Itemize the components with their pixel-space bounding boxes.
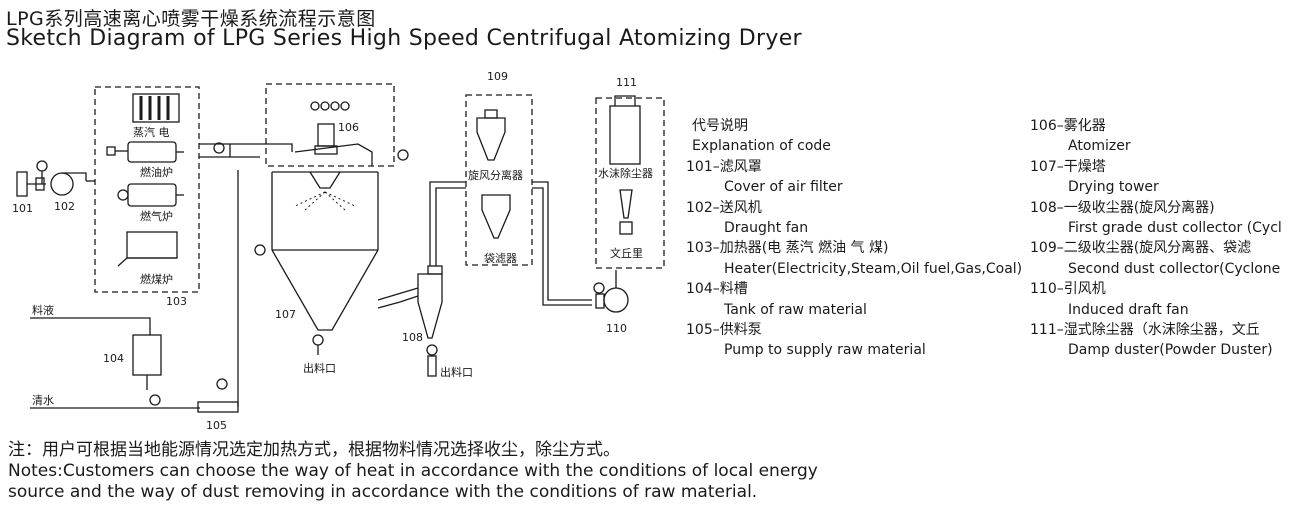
legend-code-108: 108–一级收尘器(旋风分离器)	[1030, 199, 1215, 216]
label-111: 111	[616, 76, 637, 89]
label-110: 110	[606, 322, 627, 335]
legend-code-111: 111–湿式除尘器（水沫除尘器，文丘	[1030, 322, 1260, 339]
gas-furnace-icon	[117, 183, 184, 207]
legend-code-106: 106–雾化器	[1030, 118, 1106, 134]
label-water-dust: 水沫除尘器	[598, 166, 653, 180]
atomizer-icon	[310, 101, 350, 155]
spray-pattern	[294, 191, 356, 211]
draught-fan-icon	[35, 160, 95, 196]
title-chinese: LPG系列高速离心喷雾干燥系统流程示意图	[6, 8, 376, 30]
oil-furnace-icon	[106, 141, 184, 163]
air-distributor	[294, 143, 373, 166]
legend-desc-111: Damp duster(Powder Duster)	[1068, 342, 1273, 359]
legend-desc-109: Second dust collector(Cyclone	[1068, 260, 1281, 277]
label-bag-filter: 袋滤器	[484, 251, 517, 265]
label-oil: 燃油炉	[140, 165, 173, 179]
label-103: 103	[166, 295, 187, 308]
legend-left: 代号说明 Explanation of code 101–滤风罩 Cover o…	[686, 116, 1022, 361]
wet-collector-enclosure	[595, 97, 665, 269]
drying-tower	[254, 171, 379, 355]
electric-heater-icon	[132, 93, 180, 123]
label-outlet-2: 出料口	[440, 365, 473, 379]
coal-furnace-icon	[117, 231, 178, 267]
label-feed-liquid: 料液	[32, 303, 54, 317]
label-coal: 燃煤炉	[140, 272, 173, 286]
feed-line	[30, 317, 151, 335]
legend-desc-106: Atomizer	[1068, 138, 1131, 155]
notes-en-line2: source and the way of dust removing in a…	[8, 482, 758, 502]
label-102: 102	[54, 200, 75, 213]
label-steam: 燃气炉	[140, 209, 173, 223]
legend-code-104: 104–料槽	[686, 281, 748, 298]
legend-code-101: 101–滤风罩	[686, 158, 762, 175]
legend-heading-en: Explanation of code	[692, 138, 831, 155]
secondary-collector-enclosure	[465, 94, 533, 266]
label-104: 104	[103, 352, 124, 365]
legend-right: 106–雾化器 Atomizer 107–干燥塔 Drying tower 10…	[1030, 116, 1306, 361]
hot-air-duct	[199, 143, 293, 158]
legend-desc-107: Drying tower	[1068, 179, 1159, 196]
label-outlet-1: 出料口	[303, 361, 336, 375]
label-clean-water: 清水	[32, 394, 54, 407]
legend-desc-101: Cover of air filter	[724, 179, 843, 196]
secondary-to-fan-duct	[532, 181, 592, 306]
legend-code-102: 102–送风机	[686, 199, 762, 216]
heater-enclosure	[94, 86, 200, 293]
label-107: 107	[275, 308, 296, 321]
legend-desc-102: Draught fan	[724, 220, 809, 237]
tower-to-cyclone-duct	[377, 287, 419, 309]
induced-fan-icon	[593, 270, 629, 313]
label-electric: 蒸汽 电	[133, 125, 170, 139]
legend-code-103: 103–加热器(电 蒸汽 燃油 气 煤)	[686, 240, 889, 257]
legend-desc-105: Pump to supply raw material	[724, 342, 926, 359]
feed-pump	[197, 386, 239, 413]
label-cyclone: 旋风分离器	[468, 168, 523, 182]
legend-code-110: 110–引风机	[1030, 281, 1106, 298]
cyclone-109	[476, 109, 506, 161]
label-106: 106	[338, 121, 359, 134]
label-105: 105	[206, 419, 227, 432]
process-diagram: 101 102 103 104 105 106 107 108 109 110 …	[12, 70, 665, 432]
legend-code-107: 107–干燥塔	[1030, 158, 1106, 175]
legend-desc-104: Tank of raw material	[724, 301, 867, 318]
feed-tank	[132, 334, 162, 406]
legend-desc-103: Heater(Electricity,Steam,Oil fuel,Gas,Co…	[724, 260, 1023, 277]
label-109: 109	[487, 70, 508, 83]
venturi-tube	[619, 189, 633, 235]
label-venturi: 文丘里	[610, 246, 643, 260]
legend-desc-108: First grade dust collector (Cycl	[1068, 220, 1282, 237]
notes-cn: 注：用户可根据当地能源情况选定加热方式，根据物料情况选择收尘，除尘方式。	[8, 440, 620, 460]
legend-desc-110: Induced draft fan	[1068, 301, 1189, 318]
tower-enclosure	[265, 83, 395, 167]
title-english: Sketch Diagram of LPG Series High Speed …	[6, 26, 802, 51]
cyclone-108	[417, 265, 443, 377]
label-108: 108	[402, 331, 423, 344]
notes: 注：用户可根据当地能源情况选定加热方式，根据物料情况选择收尘，除尘方式。 Not…	[8, 440, 818, 503]
legend-code-105: 105–供料泵	[686, 322, 762, 339]
legend-code-109: 109–二级收尘器(旋风分离器、袋滤	[1030, 240, 1252, 257]
legend-heading-cn: 代号说明	[692, 118, 748, 134]
cyclone-to-secondary-duct	[429, 181, 466, 266]
water-dust-collector	[609, 95, 641, 165]
label-101: 101	[12, 202, 33, 215]
bag-filter	[481, 194, 511, 239]
notes-en-line1: Notes:Customers can choose the way of he…	[8, 461, 818, 481]
